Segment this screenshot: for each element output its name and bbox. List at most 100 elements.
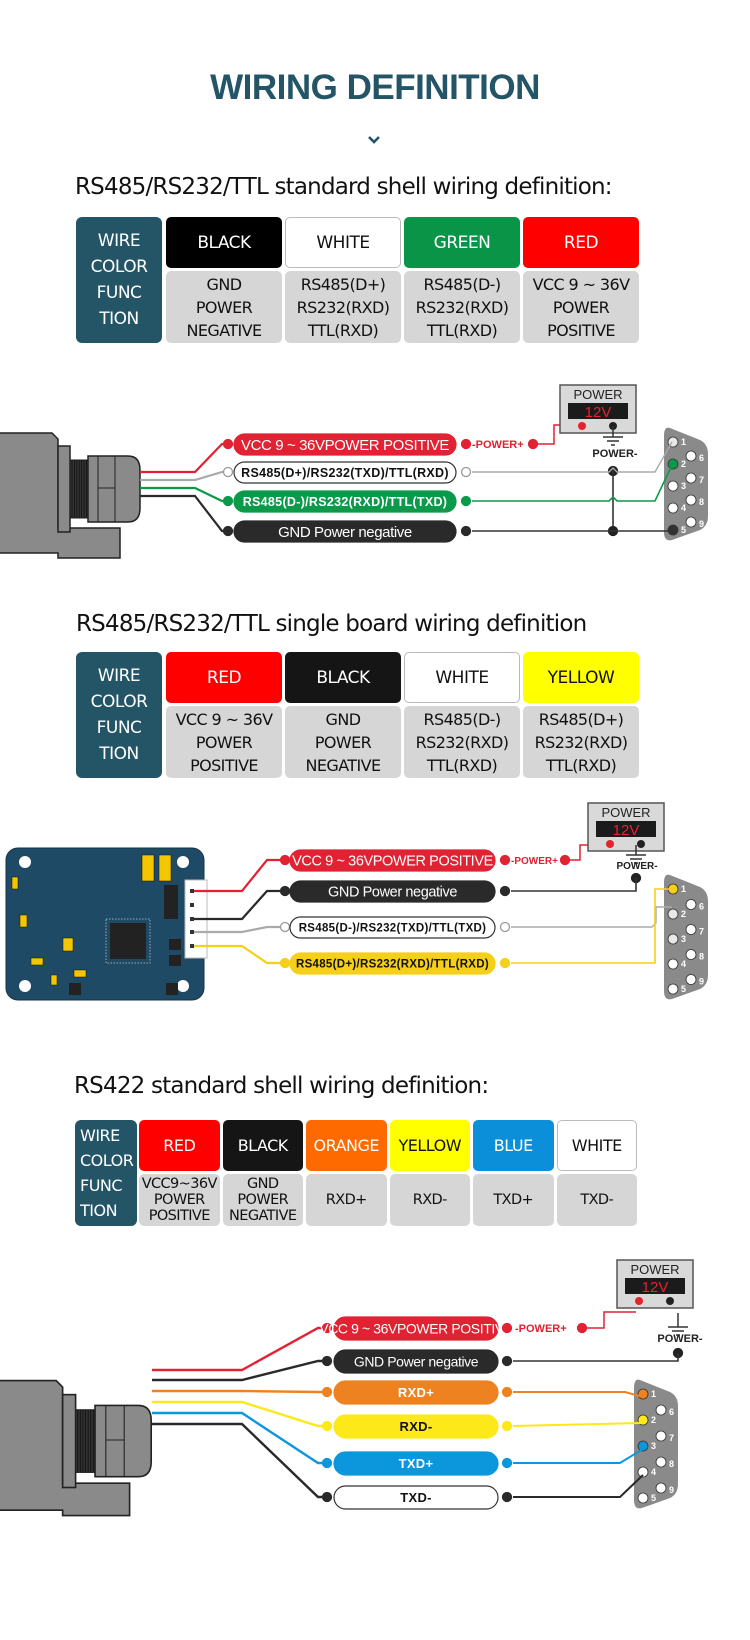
wire-function-cell: TXD- [556,1174,637,1226]
wire-label-text: GND Power negative [278,524,412,541]
header-pin [190,930,194,934]
wire-end-dot [321,1355,333,1367]
db9-pin-number: 5 [681,525,686,535]
wire-label-pill [333,1414,499,1439]
db9-pin-number: 6 [669,1407,674,1417]
wire [511,888,672,964]
pcb [5,847,205,1001]
db9-pin [655,1482,667,1494]
header-line: COLOR [80,1151,134,1170]
wire [511,878,637,892]
wire-end-dot [321,1491,333,1503]
nut [57,445,71,533]
wire [152,1389,327,1394]
wire [512,1422,644,1427]
wire-end-dot [321,1322,333,1334]
db9-pin [655,1404,667,1416]
db9-pin-number: 2 [651,1415,656,1425]
mounting-hole [177,980,189,992]
db9-pin [667,502,679,514]
db9-pin-number: 7 [669,1433,674,1443]
smd-component [141,854,155,882]
db9-pin [637,1440,649,1452]
sensor-housing [0,432,141,559]
mounting-hole [177,856,189,868]
function-line: NEGATIVE [186,320,263,340]
function-line: VCC 9 ~ 36V [175,709,273,729]
smd-component [169,955,181,966]
db9-pin [685,949,697,960]
wire-color-cell: WHITE [556,1120,637,1171]
db9-pin-number: 2 [681,459,686,469]
wire-end-dot [279,854,291,866]
wire-end-dot [279,921,291,933]
power-plus-label: -POWER+ [515,1323,567,1335]
wire [582,1311,636,1329]
chevron-down-icon[interactable] [367,133,381,147]
header-line: COLOR [90,692,148,712]
db9-pin-number: 6 [699,902,704,912]
db9-pin [667,958,679,970]
function-line: RS485(D-) [423,709,502,729]
wire [194,858,285,893]
wire-end-dot [460,438,472,450]
header-line: WIRE [80,1126,120,1145]
db9-pin-number: 1 [681,437,686,447]
wire-end-dot [321,1386,333,1398]
wire [152,1422,327,1499]
function-line: NEGATIVE [305,755,382,775]
wire-color-cell: BLUE [473,1120,554,1171]
wire-function-cell: RXD+ [306,1174,387,1226]
wiring-diagram-standard-shell: VCC 9 ~ 36VPOWER POSITIVERS485(D+)/RS232… [0,384,708,559]
wire-end-dot [501,1491,513,1503]
db9-pin [685,924,697,935]
smd-component [11,876,19,890]
power-minus-label: POWER- [616,861,657,872]
housing-body [0,1379,131,1517]
wire-label-text: VCC 9 ~ 36VPOWER POSITIVE [319,1321,513,1337]
db9-pin-number: 8 [699,497,704,507]
wire [140,486,228,503]
function-line: RS232(RXD) [415,732,509,752]
power-voltage-readout: 12V [642,1279,669,1296]
wire [513,1474,644,1498]
smd-component [164,885,178,919]
wire-function-cell: RS485(D-) RS232(RXD) TTL(RXD) [404,706,520,778]
header-pin [190,944,194,948]
header-line: WIRE [97,666,141,686]
header-line: TION [99,744,139,764]
function-line: TXD+ [493,1192,534,1208]
function-line: NEGATIVE [229,1208,297,1224]
wire-label-text: GND Power negative [354,1354,479,1370]
wire-color-cell: RED [523,217,639,268]
wire-label-text: RS485(D-)/RS232(RXD)/TTL(TXD) [243,495,448,509]
wire-end-dot [501,1322,513,1334]
function-line: TTL(RXD) [426,755,498,775]
function-line: POWER [195,297,253,317]
db9-pin-number: 1 [651,1389,656,1399]
wire-function-cell: RS485(D+)RS232(RXD)TTL(RXD) [285,271,401,343]
function-line: RXD+ [325,1192,368,1208]
db9-pin [685,494,697,506]
db9-pin-number: 6 [699,453,704,463]
mounting-hole [19,856,31,868]
power-plus-label: -POWER+ [511,856,558,867]
wire-color-cell: WHITE [285,217,401,268]
wire-label-text: VCC 9 ~ 36VPOWER POSITIVE [292,854,493,870]
wire-color-cell: BLACK [285,652,401,703]
power-positive-terminal [606,840,614,848]
power-display [568,403,628,419]
db9-pin [667,458,679,470]
ground-icon [603,436,623,446]
wire [140,470,228,482]
function-line: RS232(RXD) [296,297,390,317]
header-line: FUNC [80,1176,123,1195]
db9-pin [685,974,697,985]
wire-label-pill [233,490,457,513]
wire-function-cell: RXD- [389,1174,470,1226]
db9-pin-number: 3 [681,934,686,944]
table-header: WIRE COLOR FUNC TION [75,1120,137,1226]
smd-component [69,983,81,995]
housing-body [0,432,121,559]
